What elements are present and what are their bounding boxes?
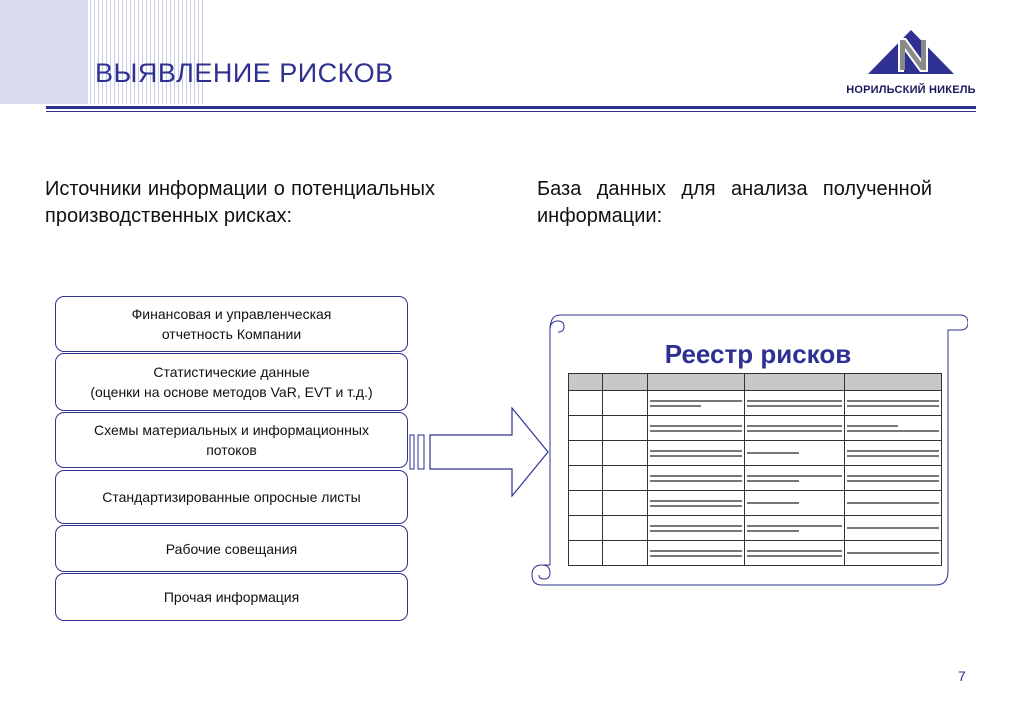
corner-decoration [0, 0, 88, 104]
table-header-cell [844, 373, 942, 391]
table-row [568, 415, 942, 441]
source-line: отчетность Компании [161, 326, 302, 342]
source-line: Стандартизированные опросные листы [102, 489, 361, 505]
table-header-row [568, 373, 942, 391]
table-row [568, 440, 942, 466]
table-row [568, 390, 942, 416]
registry-title: Реестр рисков [664, 339, 852, 369]
arrow-right-icon [409, 406, 549, 498]
table-header-cell [568, 373, 603, 391]
registry-table [568, 373, 942, 566]
source-line: Прочая информация [163, 589, 300, 605]
source-line: Финансовая и управленческая [131, 306, 332, 322]
table-row [568, 540, 942, 566]
table-header-cell [744, 373, 845, 391]
source-box-flows: Схемы материальных и информационных пото… [55, 412, 408, 468]
database-heading: База данных для анализа полученной инфор… [537, 178, 932, 227]
source-box-meetings: Рабочие совещания [55, 525, 408, 572]
table-row [568, 515, 942, 541]
table-header-cell [602, 373, 648, 391]
source-box-other: Прочая информация [55, 573, 408, 621]
source-line: Рабочие совещания [165, 540, 298, 557]
source-box-questionnaires: Стандартизированные опросные листы [55, 470, 408, 524]
source-box-financial: Финансовая и управленческая отчетность К… [55, 296, 408, 352]
logo-text: НОРИЛЬСКИЙ НИКЕЛЬ [846, 84, 976, 96]
company-logo: НОРИЛЬСКИЙ НИКЕЛЬ [836, 28, 986, 100]
corner-stripes [90, 0, 205, 104]
source-line: Статистические данные [153, 364, 310, 380]
risk-registry-scroll: Реестр рисков [528, 313, 968, 588]
table-row [568, 490, 942, 516]
table-row [568, 465, 942, 491]
source-line: потоков [206, 442, 257, 458]
header-rule [46, 106, 976, 109]
source-box-statistics: Статистические данные (оценки на основе … [55, 353, 408, 411]
source-line: Схемы материальных и информационных [94, 422, 369, 438]
sources-heading: Источники информации о потенциальных про… [45, 178, 435, 227]
table-header-cell [647, 373, 745, 391]
header-rule-thin [46, 111, 976, 112]
source-line: (оценки на основе методов VaR, EVT и т.д… [90, 384, 373, 400]
slide-title: ВЫЯВЛЕНИЕ РИСКОВ [95, 58, 394, 88]
page-number: 7 [958, 668, 966, 684]
logo-mountain-icon [868, 30, 954, 74]
